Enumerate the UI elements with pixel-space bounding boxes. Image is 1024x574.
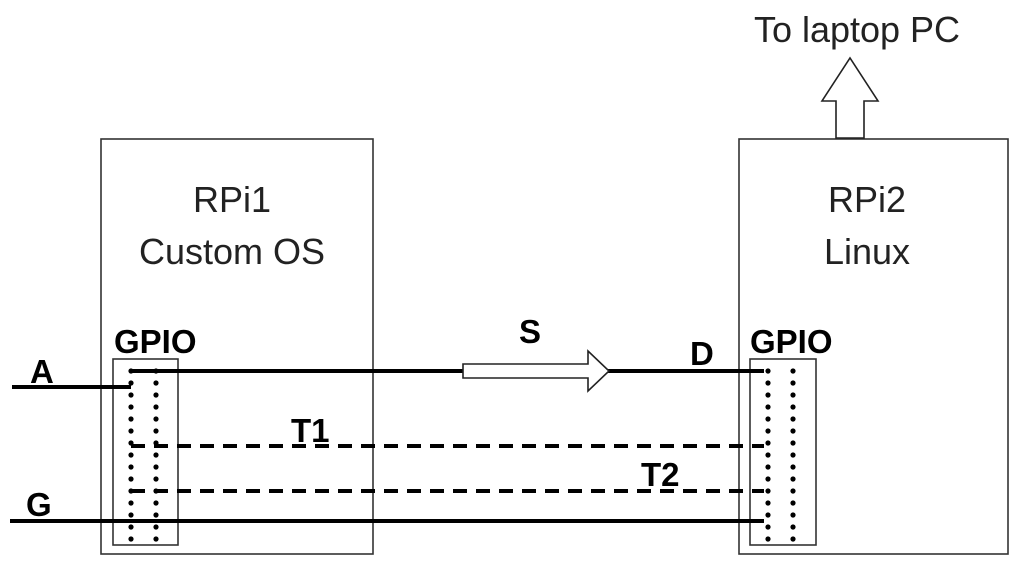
gpio-pin [765, 440, 771, 446]
gpio-pin [790, 536, 796, 542]
gpio-pin [128, 404, 134, 410]
gpio-pin [765, 428, 771, 434]
gpio-pin [153, 500, 159, 506]
gpio-pin [790, 488, 796, 494]
label-a: A [30, 353, 54, 390]
rpi2-box [738, 138, 1009, 555]
rpi2-os: Linux [824, 231, 910, 272]
gpio-pin [765, 536, 771, 542]
gpio-pin [153, 380, 159, 386]
gpio-pin [765, 392, 771, 398]
gpio-pin [153, 524, 159, 530]
rpi1-name: RPi1 [193, 179, 271, 220]
rpi1-box [100, 138, 374, 555]
gpio-pin [765, 524, 771, 530]
gpio-pin [790, 416, 796, 422]
gpio-pin [128, 452, 134, 458]
up-arrow-icon [820, 56, 880, 139]
gpio-pin [128, 476, 134, 482]
gpio-pin [765, 476, 771, 482]
rpi2-gpio-pins [765, 368, 796, 542]
gpio-pin [153, 476, 159, 482]
label-t1: T1 [291, 412, 330, 449]
gpio-pin [153, 536, 159, 542]
gpio-pin [790, 440, 796, 446]
rpi2-gpio-header [749, 358, 817, 546]
label-d: D [690, 335, 714, 372]
gpio-pin [128, 464, 134, 470]
gpio-pin [765, 404, 771, 410]
gpio-pin [790, 524, 796, 530]
label-t2: T2 [641, 456, 680, 493]
rpi2-gpio-label: GPIO [750, 323, 833, 360]
gpio-pin [790, 368, 796, 374]
rpi1-gpio-pins [128, 368, 159, 542]
gpio-pin [765, 500, 771, 506]
gpio-pin [128, 392, 134, 398]
rpi1-gpio-label: GPIO [114, 323, 197, 360]
gpio-pin [128, 524, 134, 530]
gpio-pin [790, 500, 796, 506]
to-laptop-label: To laptop PC [754, 9, 960, 50]
gpio-pin [790, 464, 796, 470]
gpio-pin [128, 500, 134, 506]
gpio-pin [765, 416, 771, 422]
gpio-pin [765, 464, 771, 470]
gpio-pin [153, 512, 159, 518]
gpio-pin [153, 452, 159, 458]
rpi2-name: RPi2 [828, 179, 906, 220]
gpio-pin [765, 488, 771, 494]
gpio-pin [128, 428, 134, 434]
gpio-pin [765, 380, 771, 386]
gpio-pin [790, 452, 796, 458]
gpio-pin [790, 512, 796, 518]
gpio-pin [128, 512, 134, 518]
gpio-pin [153, 416, 159, 422]
gpio-pin [790, 404, 796, 410]
right-arrow-icon [462, 349, 611, 393]
gpio-pin [153, 464, 159, 470]
label-s: S [519, 313, 541, 350]
gpio-pin [790, 428, 796, 434]
gpio-pin [128, 416, 134, 422]
gpio-pin [790, 392, 796, 398]
label-g: G [26, 486, 52, 523]
gpio-pin [765, 452, 771, 458]
rpi1-os: Custom OS [139, 231, 325, 272]
gpio-pin [153, 392, 159, 398]
gpio-pin [765, 368, 771, 374]
gpio-pin [128, 536, 134, 542]
gpio-pin [153, 428, 159, 434]
gpio-pin [153, 404, 159, 410]
rpi1-gpio-header [112, 358, 179, 546]
gpio-pin [765, 512, 771, 518]
gpio-pin [790, 380, 796, 386]
gpio-pin [128, 380, 134, 386]
gpio-pin [790, 476, 796, 482]
